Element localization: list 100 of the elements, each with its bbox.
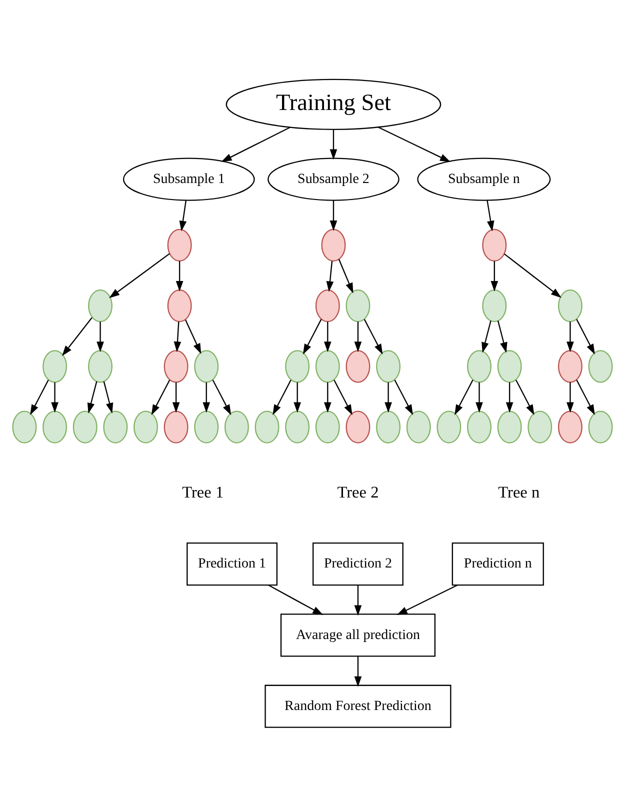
label: Tree 1 — [182, 482, 224, 502]
arrow — [482, 320, 492, 353]
arrow — [268, 584, 324, 616]
label: Tree 2 — [337, 482, 379, 502]
arrow — [338, 259, 354, 294]
node-circle — [436, 410, 462, 444]
arrow — [151, 380, 170, 416]
node-circle — [164, 410, 188, 444]
node-circle — [558, 410, 582, 444]
node-circle — [406, 410, 431, 444]
arrow — [302, 319, 322, 354]
node-circle — [194, 350, 219, 383]
arrow — [378, 126, 451, 162]
node-circle — [254, 410, 280, 444]
node-box: Prediction 2 — [312, 542, 404, 586]
arrow — [486, 200, 494, 232]
arrow — [174, 322, 182, 352]
node-circle — [315, 350, 340, 383]
node-circle — [194, 410, 219, 444]
arrow — [109, 253, 170, 298]
arrow — [202, 382, 210, 413]
node-circle — [134, 410, 158, 444]
arrow — [396, 584, 458, 615]
arrow — [497, 320, 508, 353]
node-box: Prediction 1 — [186, 542, 278, 586]
node-circle — [497, 350, 522, 383]
arrow — [476, 382, 483, 413]
node-circle — [103, 410, 128, 444]
arrow — [179, 200, 187, 232]
node-circle — [224, 410, 249, 444]
arrow — [506, 382, 514, 413]
node-circle — [12, 410, 37, 444]
node-circle — [528, 410, 552, 444]
arrow — [176, 261, 184, 292]
arrow — [172, 382, 180, 413]
arrow — [354, 585, 362, 616]
node-circle — [497, 410, 522, 444]
node-circle — [42, 350, 68, 383]
node-ellipse: Subsample n — [417, 158, 551, 201]
arrow — [324, 322, 332, 352]
node-ellipse: Subsample 1 — [122, 158, 255, 201]
node-ellipse: Subsample 2 — [268, 158, 400, 201]
node-circle — [321, 228, 346, 262]
arrow — [62, 317, 92, 356]
arrow — [454, 380, 474, 416]
node-circle — [588, 410, 613, 444]
arrow — [576, 380, 595, 416]
node-circle — [315, 410, 340, 444]
arrow — [330, 129, 338, 160]
node-circle — [88, 289, 113, 322]
arrow — [326, 260, 334, 292]
node-circle — [376, 410, 401, 444]
node-circle — [467, 410, 492, 444]
arrow — [324, 382, 332, 413]
node-circle — [167, 228, 192, 262]
node-circle — [164, 350, 188, 383]
arrow — [354, 656, 362, 687]
node-circle — [42, 410, 68, 444]
arrow — [103, 381, 114, 414]
node-circle — [558, 289, 582, 322]
node-circle — [346, 350, 370, 383]
node-box: Avarage all prediction — [280, 614, 436, 657]
node-circle — [346, 410, 370, 444]
node-box: Prediction n — [452, 542, 544, 586]
node-circle — [376, 350, 401, 383]
node-circle — [285, 410, 310, 444]
node-circle — [467, 350, 492, 383]
arrow — [294, 382, 302, 413]
node-ellipse: Training Set — [226, 78, 442, 130]
node-circle — [167, 289, 192, 322]
arrow — [87, 381, 98, 414]
node-circle — [72, 410, 98, 444]
label: Tree n — [498, 482, 540, 502]
arrow — [566, 322, 574, 352]
arrow — [504, 254, 562, 298]
arrow — [394, 380, 413, 416]
node-circle — [285, 350, 310, 383]
arrow — [212, 380, 232, 416]
node-box: Random Forest Prediction — [264, 684, 452, 728]
arrow — [576, 319, 595, 354]
arrow — [221, 126, 291, 162]
node-circle — [482, 228, 507, 262]
arrow — [96, 322, 104, 352]
arrow — [272, 380, 292, 416]
arrow — [515, 380, 534, 416]
arrow — [184, 320, 202, 354]
node-circle — [558, 350, 582, 383]
node-circle — [315, 289, 340, 322]
arrow — [566, 382, 574, 413]
arrow — [354, 322, 362, 352]
arrow — [330, 200, 338, 232]
arrow — [384, 382, 392, 413]
arrow — [30, 380, 49, 416]
node-circle — [346, 289, 370, 322]
arrow — [364, 319, 383, 354]
arrow — [51, 382, 58, 413]
node-circle — [588, 350, 613, 383]
arrow — [334, 380, 352, 416]
node-circle — [88, 350, 113, 383]
arrow — [490, 261, 498, 292]
